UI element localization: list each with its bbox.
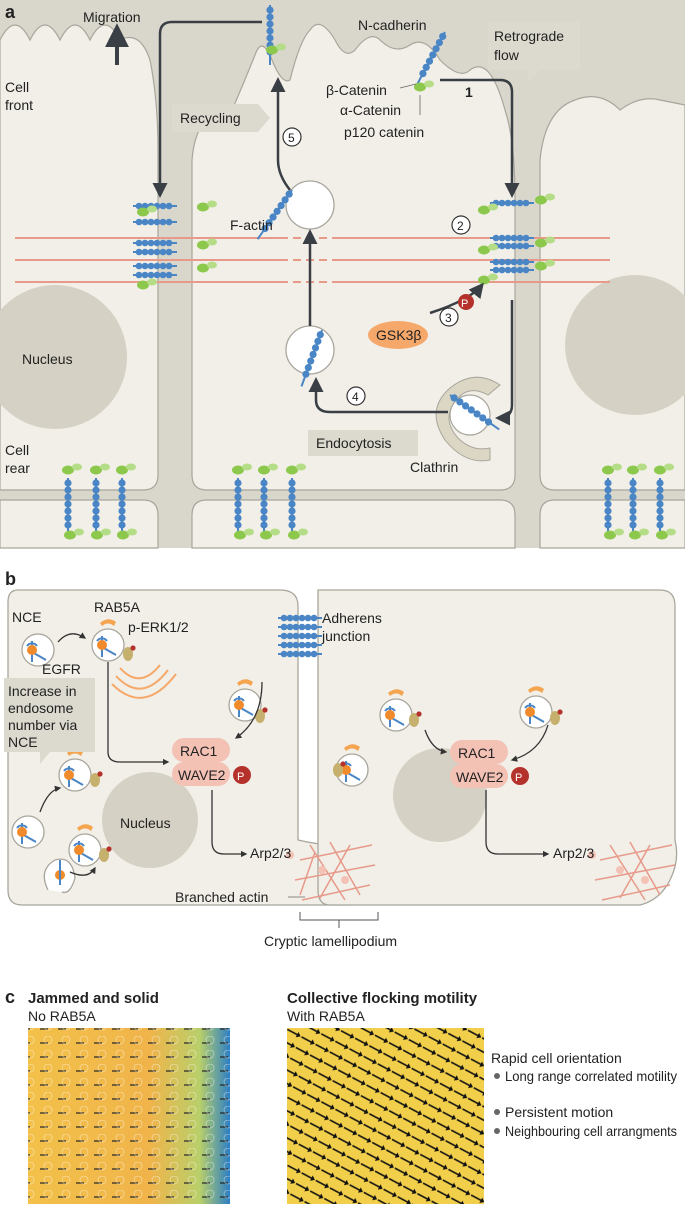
step-numbers: 1 2 3 4 5 <box>282 84 473 406</box>
bullet-2: Persistent motion <box>505 1104 613 1120</box>
adherens-label-1: Adherens <box>322 610 382 626</box>
rac1-wave2-left: RAC1 WAVE2 P <box>172 738 251 786</box>
cell-rear-label-2: rear <box>5 460 30 476</box>
arp-label-left: Arp2/3 <box>250 845 291 861</box>
clathrin-pit <box>435 376 502 462</box>
pathway-arrows <box>152 20 520 426</box>
svg-text:5: 5 <box>288 131 295 145</box>
endocytosis-callout: Endocytosis <box>308 430 418 456</box>
svg-text:endosome: endosome <box>8 700 74 716</box>
right-subtitle: With RAB5A <box>287 1008 365 1024</box>
svg-text:NCE: NCE <box>8 734 38 750</box>
panel-c-letter: c <box>5 987 15 1007</box>
svg-text:1: 1 <box>465 84 473 100</box>
increase-endosome-callout: Increase in endosome number via NCE <box>4 678 95 764</box>
nce-label: NCE <box>12 609 42 625</box>
nucleus-label-b: Nucleus <box>120 815 171 831</box>
nucleus-b-left <box>102 772 198 868</box>
adherens-label-2: junction <box>321 628 370 644</box>
recycling-callout: Recycling <box>172 104 270 132</box>
nucleus-right <box>565 275 685 415</box>
pathway-arrows-b <box>39 632 550 876</box>
adherens-junction <box>278 614 322 658</box>
cryptic-label: Cryptic lamellipodium <box>264 933 397 949</box>
nucleus-left <box>0 285 127 429</box>
svg-text:WAVE2: WAVE2 <box>178 767 226 783</box>
branched-actin-right <box>588 841 676 901</box>
cryptic-bracket <box>299 912 379 928</box>
svg-text:flow: flow <box>494 47 520 63</box>
left-title: Jammed and solid <box>28 990 159 1007</box>
svg-text:Endocytosis: Endocytosis <box>316 435 391 451</box>
clathrin-label: Clathrin <box>410 459 458 475</box>
panel-b-letter: b <box>5 569 16 589</box>
cell-rear-label-1: Cell <box>5 442 29 458</box>
svg-text:GSK3β: GSK3β <box>376 327 421 343</box>
svg-text:4: 4 <box>352 390 359 404</box>
flocking-field-image <box>287 1028 484 1204</box>
cell-middle <box>191 23 516 491</box>
svg-text:Increase in: Increase in <box>8 683 76 699</box>
svg-text:Retrograde: Retrograde <box>494 28 564 44</box>
rac1-wave2-right: RAC1 WAVE2 P <box>450 740 529 788</box>
svg-text:P: P <box>461 298 468 310</box>
panel-a: a Migration N-cadherin β-Catenin α-Caten… <box>0 0 685 549</box>
cell-front-label-2: front <box>5 97 33 113</box>
bullet-1a: Long range correlated motility <box>505 1068 677 1084</box>
erk-signal-waves <box>111 664 177 699</box>
svg-text:RAC1: RAC1 <box>458 745 496 761</box>
endocytic-pit-b <box>43 858 76 894</box>
beta-catenin-label: β-Catenin <box>326 82 387 98</box>
panel-a-letter: a <box>5 2 16 22</box>
right-title: Collective flocking motility <box>287 990 478 1007</box>
arp-label-right: Arp2/3 <box>553 845 594 861</box>
branched-actin-label: Branched actin <box>175 889 268 905</box>
rab5a-label: RAB5A <box>94 599 141 615</box>
p120-catenin-label: p120 catenin <box>344 124 424 140</box>
svg-text:WAVE2: WAVE2 <box>456 769 504 785</box>
alpha-catenin-label: α-Catenin <box>340 102 401 118</box>
svg-text:3: 3 <box>445 311 452 325</box>
svg-text:P: P <box>515 772 522 784</box>
svg-text:number via: number via <box>8 717 77 733</box>
panel-c: c Jammed and solid No RAB5A Collective f… <box>5 987 677 1204</box>
n-cadherin-label: N-cadherin <box>358 17 426 33</box>
phospho-badge-a: P <box>458 294 474 310</box>
panel-b: RAC1 WAVE2 P RAC1 WAVE2 P <box>4 569 678 949</box>
migration-label: Migration <box>83 9 141 25</box>
jammed-field-image <box>28 1028 230 1204</box>
retrograde-flow-callout: Retrograde flow <box>488 22 580 82</box>
svg-text:2: 2 <box>457 219 464 233</box>
egfr-label: EGFR <box>42 661 81 677</box>
bullet-3: Neighbouring cell arrangments <box>505 1123 677 1139</box>
svg-text:P: P <box>237 771 244 783</box>
svg-text:Recycling: Recycling <box>180 110 241 126</box>
nucleus-label-a: Nucleus <box>22 351 73 367</box>
list-title: Rapid cell orientation <box>491 1050 622 1066</box>
branched-actin-left <box>286 841 376 901</box>
gsk3b-badge: GSK3β <box>368 321 428 349</box>
f-actin-label: F-actin <box>230 217 273 233</box>
left-subtitle: No RAB5A <box>28 1008 96 1024</box>
svg-text:RAC1: RAC1 <box>180 743 218 759</box>
p-erk-label: p-ERK1/2 <box>128 619 189 635</box>
cell-front-label-1: Cell <box>5 79 29 95</box>
